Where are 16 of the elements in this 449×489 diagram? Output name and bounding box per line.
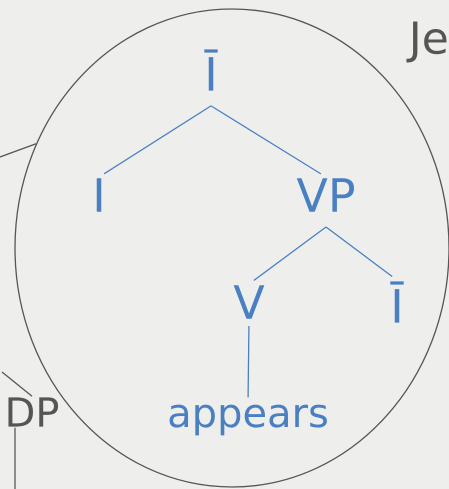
tree-label: DP [8,397,58,427]
branch-line [2,372,32,397]
branch-line [0,143,36,158]
tree-label: VP [296,178,354,212]
text-label: Je [406,22,446,62]
branch-line [210,105,322,174]
tree-label: I [96,178,102,212]
branch-line [14,428,16,489]
tree-label: Ī [204,49,218,91]
tree-label: Ī [390,281,404,323]
tree-label: V [234,285,264,319]
branch-line [253,226,326,281]
word-label: appears [170,404,327,436]
branch-line [247,326,250,398]
branch-line [326,226,393,278]
branch-line [104,105,212,174]
